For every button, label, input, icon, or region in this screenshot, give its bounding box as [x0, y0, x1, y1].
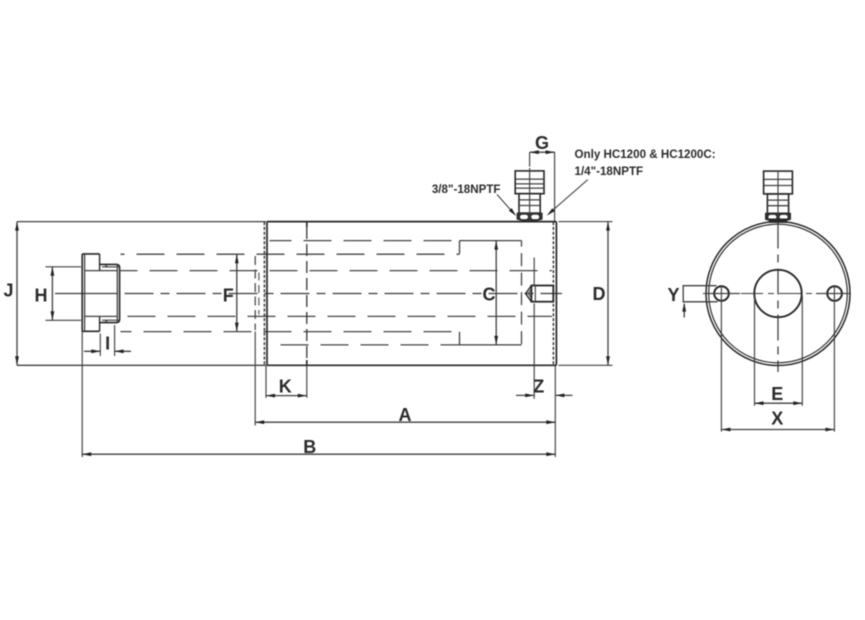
svg-text:F: F: [223, 286, 234, 306]
svg-text:K: K: [279, 376, 292, 396]
svg-text:Only HC1200 & HC1200C:: Only HC1200 & HC1200C:: [575, 148, 716, 161]
svg-text:X: X: [771, 409, 783, 429]
svg-text:D: D: [593, 284, 606, 304]
svg-text:G: G: [535, 133, 549, 153]
svg-text:Y: Y: [667, 285, 679, 305]
svg-text:J: J: [3, 281, 13, 301]
svg-text:H: H: [35, 286, 48, 306]
svg-text:3/8"-18NPTF: 3/8"-18NPTF: [432, 183, 501, 196]
svg-text:B: B: [303, 437, 316, 457]
svg-text:1/4"-18NPTF: 1/4"-18NPTF: [575, 165, 644, 178]
svg-text:Z: Z: [533, 377, 544, 397]
svg-text:E: E: [771, 384, 783, 404]
svg-text:I: I: [105, 333, 110, 353]
svg-text:A: A: [399, 405, 412, 425]
svg-text:C: C: [483, 285, 496, 305]
